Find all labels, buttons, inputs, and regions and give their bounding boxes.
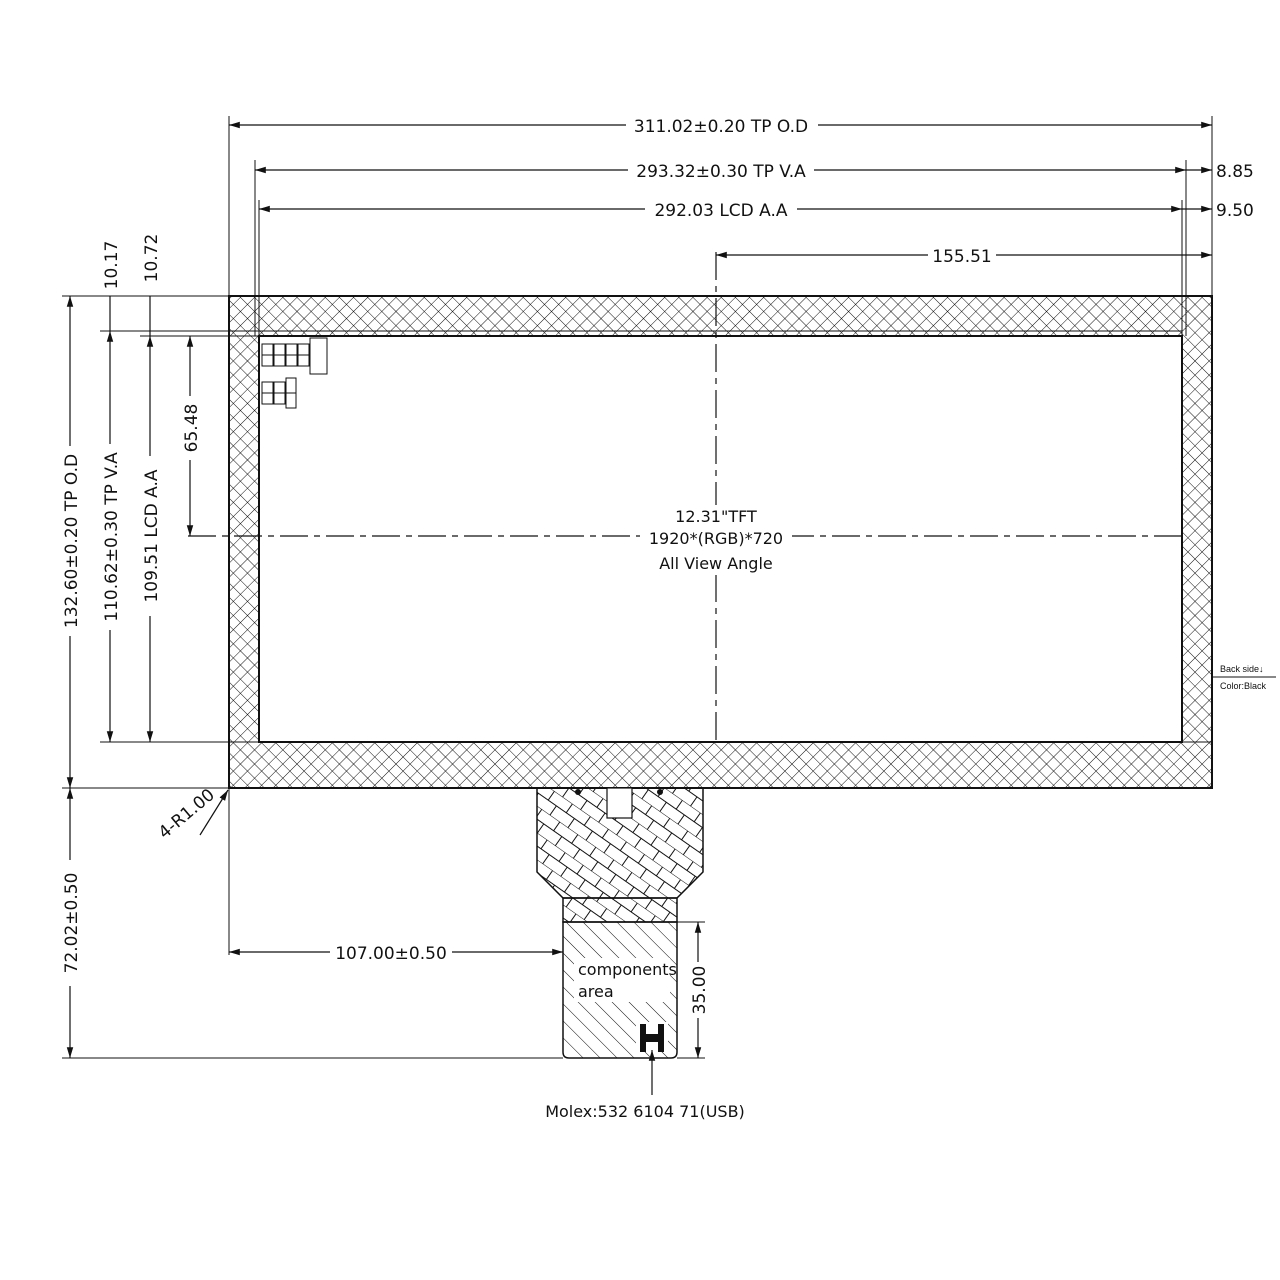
dim-lcd-aa-width: 292.03 LCD A.A 9.50 — [259, 198, 1254, 221]
dim-fpc-tail: 35.00 — [677, 921, 710, 1059]
panel-view-angle-label: All View Angle — [659, 554, 773, 573]
connector-callout: Molex:532 6104 71(USB) — [545, 1050, 745, 1121]
svg-text:293.32±0.30 TP V.A: 293.32±0.30 TP V.A — [636, 162, 806, 182]
dim-tp-va-width: 293.32±0.30 TP V.A 8.85 — [255, 159, 1254, 182]
dim-center-offset: 155.51 — [716, 244, 1212, 267]
dim-right-margin-va: 8.85 — [1216, 162, 1254, 182]
connector-label: Molex:532 6104 71(USB) — [545, 1102, 745, 1121]
dim-fpc-length: 72.02±0.50 — [59, 788, 82, 1058]
fpc-cable: components area — [536, 787, 704, 1059]
back-side-note: Back side↓ Color:Black — [1212, 664, 1276, 691]
usb-connector-icon — [636, 1022, 668, 1052]
svg-text:311.02±0.20 TP O.D: 311.02±0.20 TP O.D — [634, 117, 808, 137]
color-label: Color:Black — [1220, 681, 1267, 691]
dim-tp-od-height: 132.60±0.20 TP O.D — [59, 296, 82, 788]
dim-right-margin-aa: 9.50 — [1216, 201, 1254, 221]
dim-center-height: 65.48 — [179, 336, 202, 536]
dim-tp-od-width: 311.02±0.20 TP O.D — [229, 114, 1212, 137]
svg-text:72.02±0.50: 72.02±0.50 — [62, 873, 82, 974]
components-label: components — [578, 960, 677, 979]
svg-text:4-R1.00: 4-R1.00 — [155, 785, 219, 843]
dim-corner-radius: 4-R1.00 — [155, 785, 229, 843]
dim-fpc-offset: 107.00±0.50 — [228, 788, 563, 964]
svg-text:110.62±0.30 TP V.A: 110.62±0.30 TP V.A — [102, 452, 122, 622]
svg-text:109.51 LCD A.A: 109.51 LCD A.A — [142, 469, 162, 602]
dim-top-margin-aa: 10.72 — [142, 234, 162, 283]
svg-text:155.51: 155.51 — [932, 247, 991, 267]
dim-tp-va-height: 110.62±0.30 TP V.A 10.17 — [99, 241, 122, 742]
svg-text:132.60±0.20 TP O.D: 132.60±0.20 TP O.D — [62, 454, 82, 628]
fiducial-marks — [261, 337, 328, 409]
panel-resolution-label: 1920*(RGB)*720 — [649, 529, 783, 548]
svg-text:107.00±0.50: 107.00±0.50 — [335, 944, 447, 964]
panel-size-label: 12.31"TFT — [675, 507, 757, 526]
components-area-label: area — [578, 982, 614, 1001]
svg-text:65.48: 65.48 — [182, 404, 202, 453]
back-side-label: Back side↓ — [1220, 664, 1264, 674]
panel-outline — [228, 295, 1213, 789]
svg-text:292.03 LCD A.A: 292.03 LCD A.A — [654, 201, 787, 221]
svg-text:35.00: 35.00 — [690, 966, 710, 1015]
dim-top-margin-va: 10.17 — [102, 241, 122, 290]
dim-lcd-aa-height: 109.51 LCD A.A 10.72 — [139, 234, 162, 742]
